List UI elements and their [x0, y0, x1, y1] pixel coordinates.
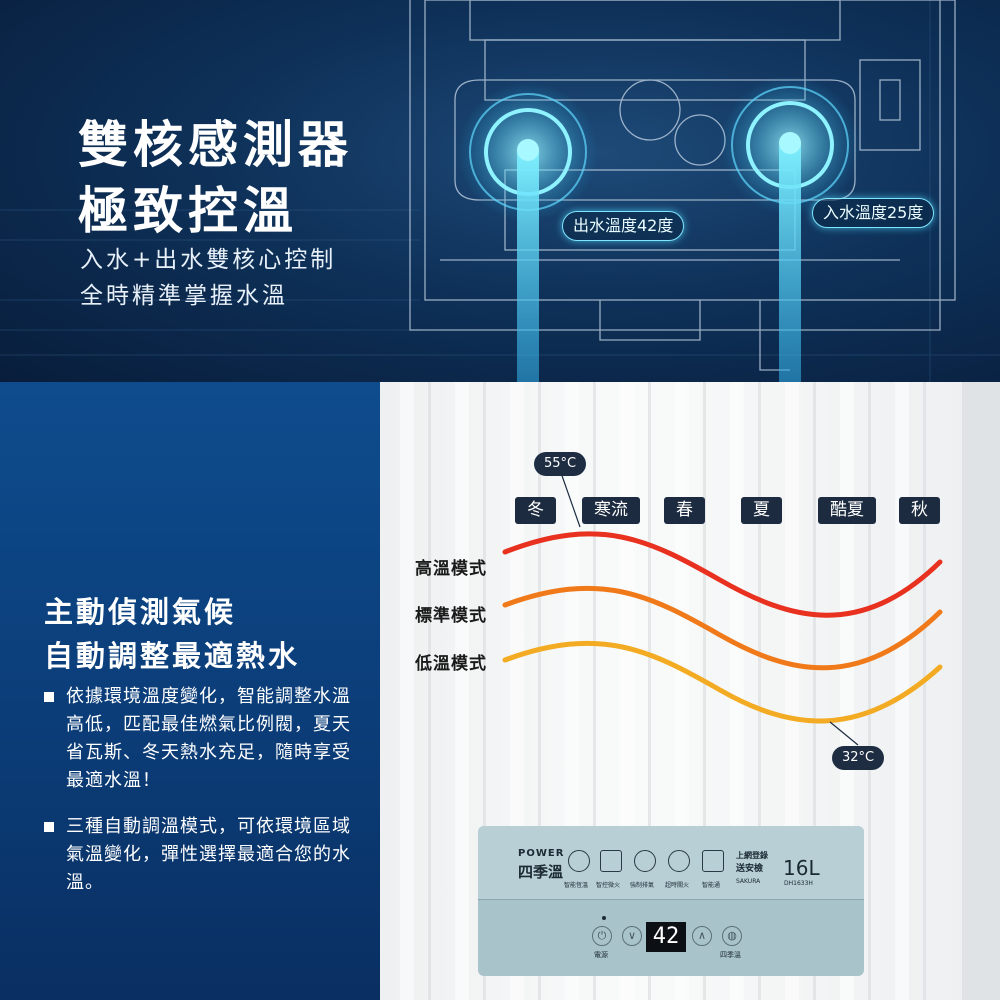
feature-title-line2: 自動調整最適熱水	[44, 639, 301, 673]
feature-label-5: 智能通	[702, 882, 721, 889]
season-autumn: 秋	[899, 497, 940, 524]
feature-panel	[0, 382, 380, 1000]
feature-label-3: 強制排氣	[630, 882, 655, 889]
hero-section: 雙核感測器 極致控溫 入水+出水雙核心控制 全時精準掌握水溫 出水溫度42度 入…	[0, 0, 1000, 382]
mode-high-label: 高溫模式	[415, 559, 487, 579]
feature-title-line1: 主動偵測氣候	[44, 595, 237, 629]
inlet-temp-label: 入水溫度25度	[812, 198, 935, 228]
feature-label-4: 超時關火	[665, 882, 690, 889]
feature-title: 主動偵測氣候 自動調整最適熱水	[44, 590, 300, 678]
hero-title-line1: 雙核感測器	[78, 116, 353, 174]
season-cold-snap: 寒流	[582, 497, 640, 524]
power-button-label: 電源	[594, 951, 608, 959]
feature-bullet-text: 依據環境溫度變化，智能調整水溫高低，匹配最佳燃氣比例閥，夏天省瓦斯、冬天熱水充足…	[66, 686, 351, 791]
feature-bullet-2: 三種自動調溫模式，可依環境區域氣溫變化，彈性選擇最適合您的水溫。	[44, 813, 366, 897]
mode-low-label: 低溫模式	[415, 654, 487, 674]
bullet-square-icon	[44, 692, 54, 702]
season-mode-button-label: 四季溫	[720, 951, 741, 959]
hero-title: 雙核感測器 極致控溫	[78, 112, 353, 244]
hero-subtitle-line1: 入水+出水雙核心控制	[80, 247, 337, 273]
power-text: POWER	[518, 848, 565, 859]
min-temp-label: 32°C	[832, 746, 885, 770]
control-panel: POWER 四季溫 智能恆溫 智控微火 強制排氣 超時關火 智能通 上網登錄 送…	[478, 826, 864, 976]
model-text: DH1633H	[784, 880, 813, 887]
hero-subtitle: 入水+出水雙核心控制 全時精準掌握水溫	[80, 242, 336, 314]
feature-bullet-1: 依據環境溫度變化，智能調整水溫高低，匹配最佳燃氣比例閥，夏天省瓦斯、冬天熱水充足…	[44, 683, 366, 795]
season-spring: 春	[664, 497, 705, 524]
hero-title-line2: 極致控溫	[78, 182, 298, 240]
brand-small-text: SAKURA	[736, 878, 761, 885]
promo-line1: 上網登錄	[736, 851, 768, 860]
season-hot-summer: 酷夏	[818, 497, 876, 524]
panel-divider	[478, 899, 864, 900]
power-button[interactable]: ⏻	[592, 926, 612, 946]
temp-up-button[interactable]: ∧	[692, 926, 712, 946]
feature-label-2: 智控微火	[596, 882, 621, 889]
promo-line2: 送安檢	[736, 864, 764, 874]
timeout-shutoff-icon	[668, 850, 690, 872]
season-summer: 夏	[741, 497, 782, 524]
capacity-text: 16L	[783, 856, 820, 880]
bullet-square-icon	[44, 822, 54, 832]
feature-bullet-text: 三種自動調溫模式，可依環境區域氣溫變化，彈性選擇最適合您的水溫。	[66, 816, 351, 893]
forced-exhaust-icon	[634, 850, 656, 872]
heater-schematic-illustration	[0, 0, 1000, 382]
brand-mode-text: 四季溫	[518, 863, 564, 881]
mode-standard-label: 標準模式	[415, 606, 487, 626]
outlet-temp-label: 出水溫度42度	[562, 211, 685, 241]
feature-label-1: 智能恆溫	[564, 882, 589, 889]
smart-thermostat-icon	[568, 850, 590, 872]
smart-link-icon	[702, 850, 724, 872]
season-mode-button[interactable]: ◍	[722, 926, 742, 946]
season-winter: 冬	[515, 497, 556, 524]
power-indicator-led	[602, 916, 606, 920]
temp-down-button[interactable]: ∨	[622, 926, 642, 946]
micro-flame-icon	[600, 850, 622, 872]
temperature-display: 42	[646, 922, 686, 952]
max-temp-label: 55°C	[534, 452, 587, 476]
hero-subtitle-line2: 全時精準掌握水溫	[80, 283, 288, 309]
